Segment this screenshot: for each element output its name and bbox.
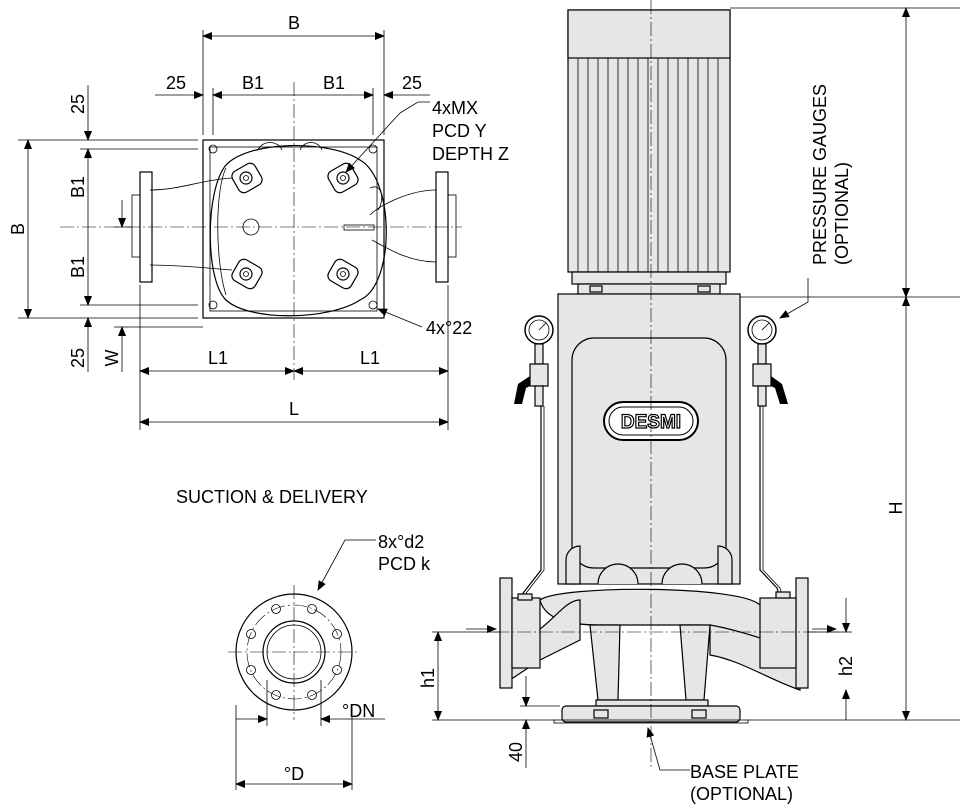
- corner-holes: [208, 144, 378, 310]
- suction-flange: [499, 577, 513, 689]
- dim-25-vert-top: 25: [68, 94, 88, 114]
- flange-note-line2: PCD k: [378, 554, 431, 574]
- pump-casing-outline: [209, 144, 387, 317]
- flange-view: SUCTION & DELIVERY °DN °D 8x°d2 PCD k: [176, 487, 431, 790]
- dim-b1-left: B1: [242, 73, 264, 93]
- flange-bolt-holes: [246, 604, 342, 700]
- dim-dn: °DN: [342, 701, 375, 721]
- delivery-flange: [795, 577, 809, 689]
- dim-h1: h1: [418, 668, 438, 688]
- side-view: DESMI: [418, 0, 960, 804]
- dim-b1-right: B1: [323, 73, 345, 93]
- mounting-plate: [202, 139, 385, 319]
- dim-b1-lower: B1: [68, 256, 88, 278]
- dim-h: H: [886, 502, 906, 515]
- dim-d: °D: [284, 764, 304, 784]
- pressure-gauges-line1: PRESSURE GAUGES: [810, 84, 830, 265]
- pressure-gauge-right: [747, 315, 791, 599]
- dim-l1-left: L1: [208, 348, 228, 368]
- dim-25-left: 25: [166, 73, 186, 93]
- note-holes-line3: DEPTH Z: [432, 144, 509, 164]
- dim-l: L: [289, 399, 299, 419]
- dim-25-vert-bottom: 25: [68, 348, 88, 368]
- base-plate-line1: BASE PLATE: [690, 762, 799, 782]
- note-holes-line2: PCD Y: [432, 121, 487, 141]
- note-corner-holes: 4x°22: [426, 318, 472, 338]
- pressure-gauges-line2: (OPTIONAL): [832, 162, 852, 265]
- dim-l1-right: L1: [360, 348, 380, 368]
- pressure-gauge-left: [514, 315, 554, 601]
- dim-25-right: 25: [402, 73, 422, 93]
- dim-w: W: [102, 350, 122, 367]
- bolt-pads: [231, 162, 359, 290]
- dim-40: 40: [506, 742, 526, 762]
- flange-note-line1: 8x°d2: [378, 532, 424, 552]
- dim-h2: h2: [836, 656, 856, 676]
- note-holes-line1: 4xMX: [432, 98, 478, 118]
- flange-view-title: SUCTION & DELIVERY: [176, 487, 368, 507]
- base-plate-line2: (OPTIONAL): [690, 784, 793, 804]
- dim-b-side: B: [8, 223, 28, 235]
- dim-b1-upper: B1: [68, 176, 88, 198]
- dim-b-top: B: [288, 13, 300, 33]
- top-view: B 25 B1 B1 25 B 25 B1 B1 25 W L1: [8, 13, 509, 430]
